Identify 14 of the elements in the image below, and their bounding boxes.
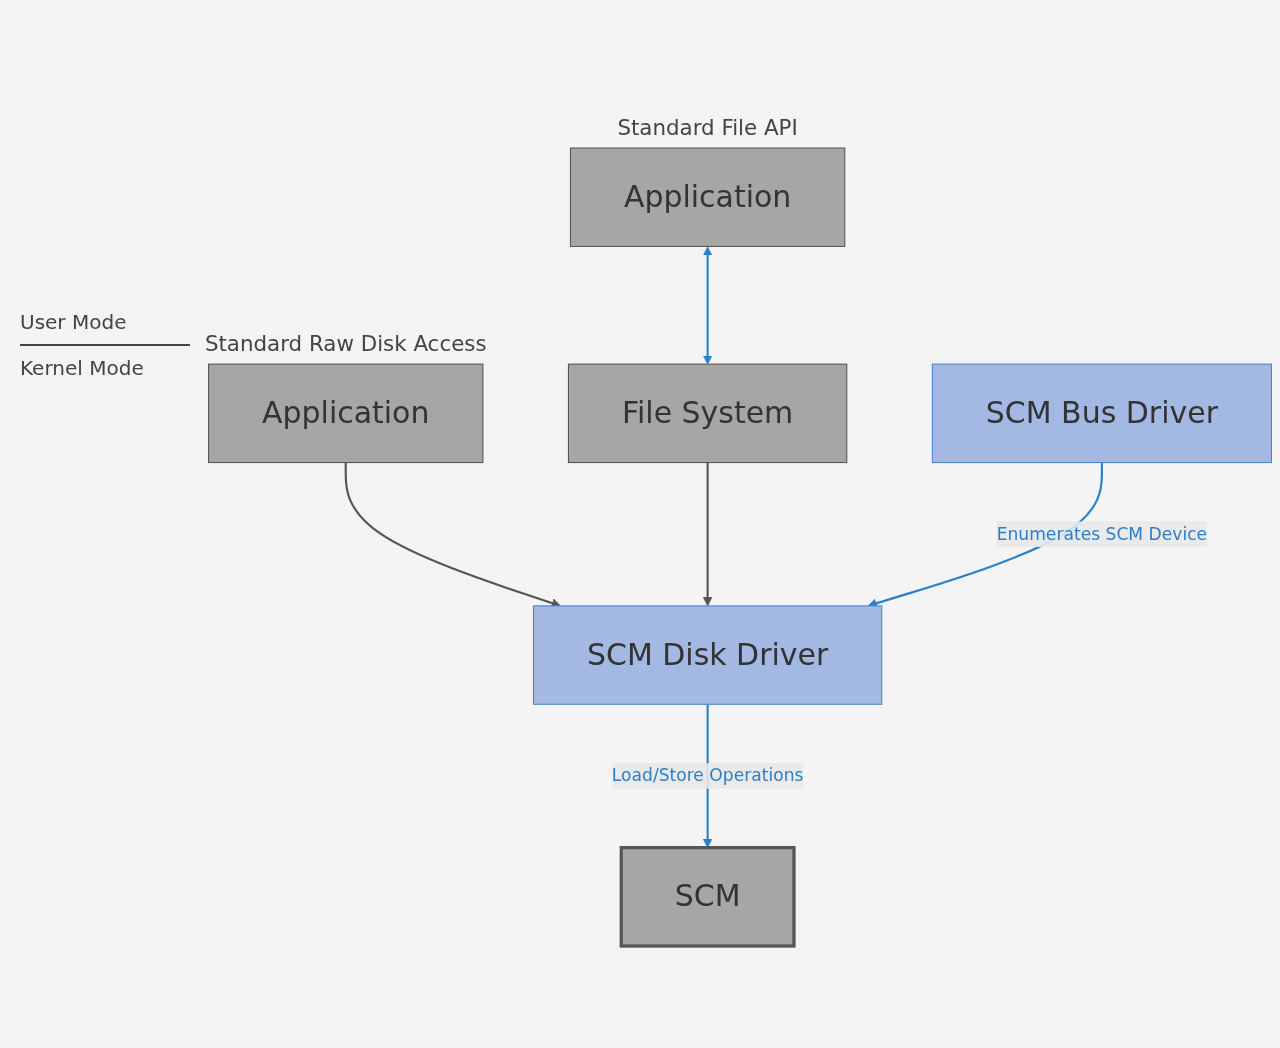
node-caption: Standard Raw Disk Access: [204, 331, 487, 356]
node-box: File System: [567, 363, 848, 463]
mode-label: User Mode: [20, 310, 128, 334]
node-box: Application: [208, 363, 484, 463]
arrow: [702, 462, 713, 606]
node-box: SCM Bus Driver: [931, 363, 1272, 463]
node-caption: Standard File API: [617, 114, 798, 140]
edge-label: Load/Store Operations: [611, 764, 804, 786]
node-box: SCM Disk Driver: [532, 605, 883, 705]
node-box: Application: [569, 147, 846, 247]
arrow: [702, 246, 713, 365]
node-box: SCM: [619, 845, 796, 948]
mode-label: Kernel Mode: [20, 356, 145, 380]
edge-label: Enumerates SCM Device: [996, 523, 1208, 544]
